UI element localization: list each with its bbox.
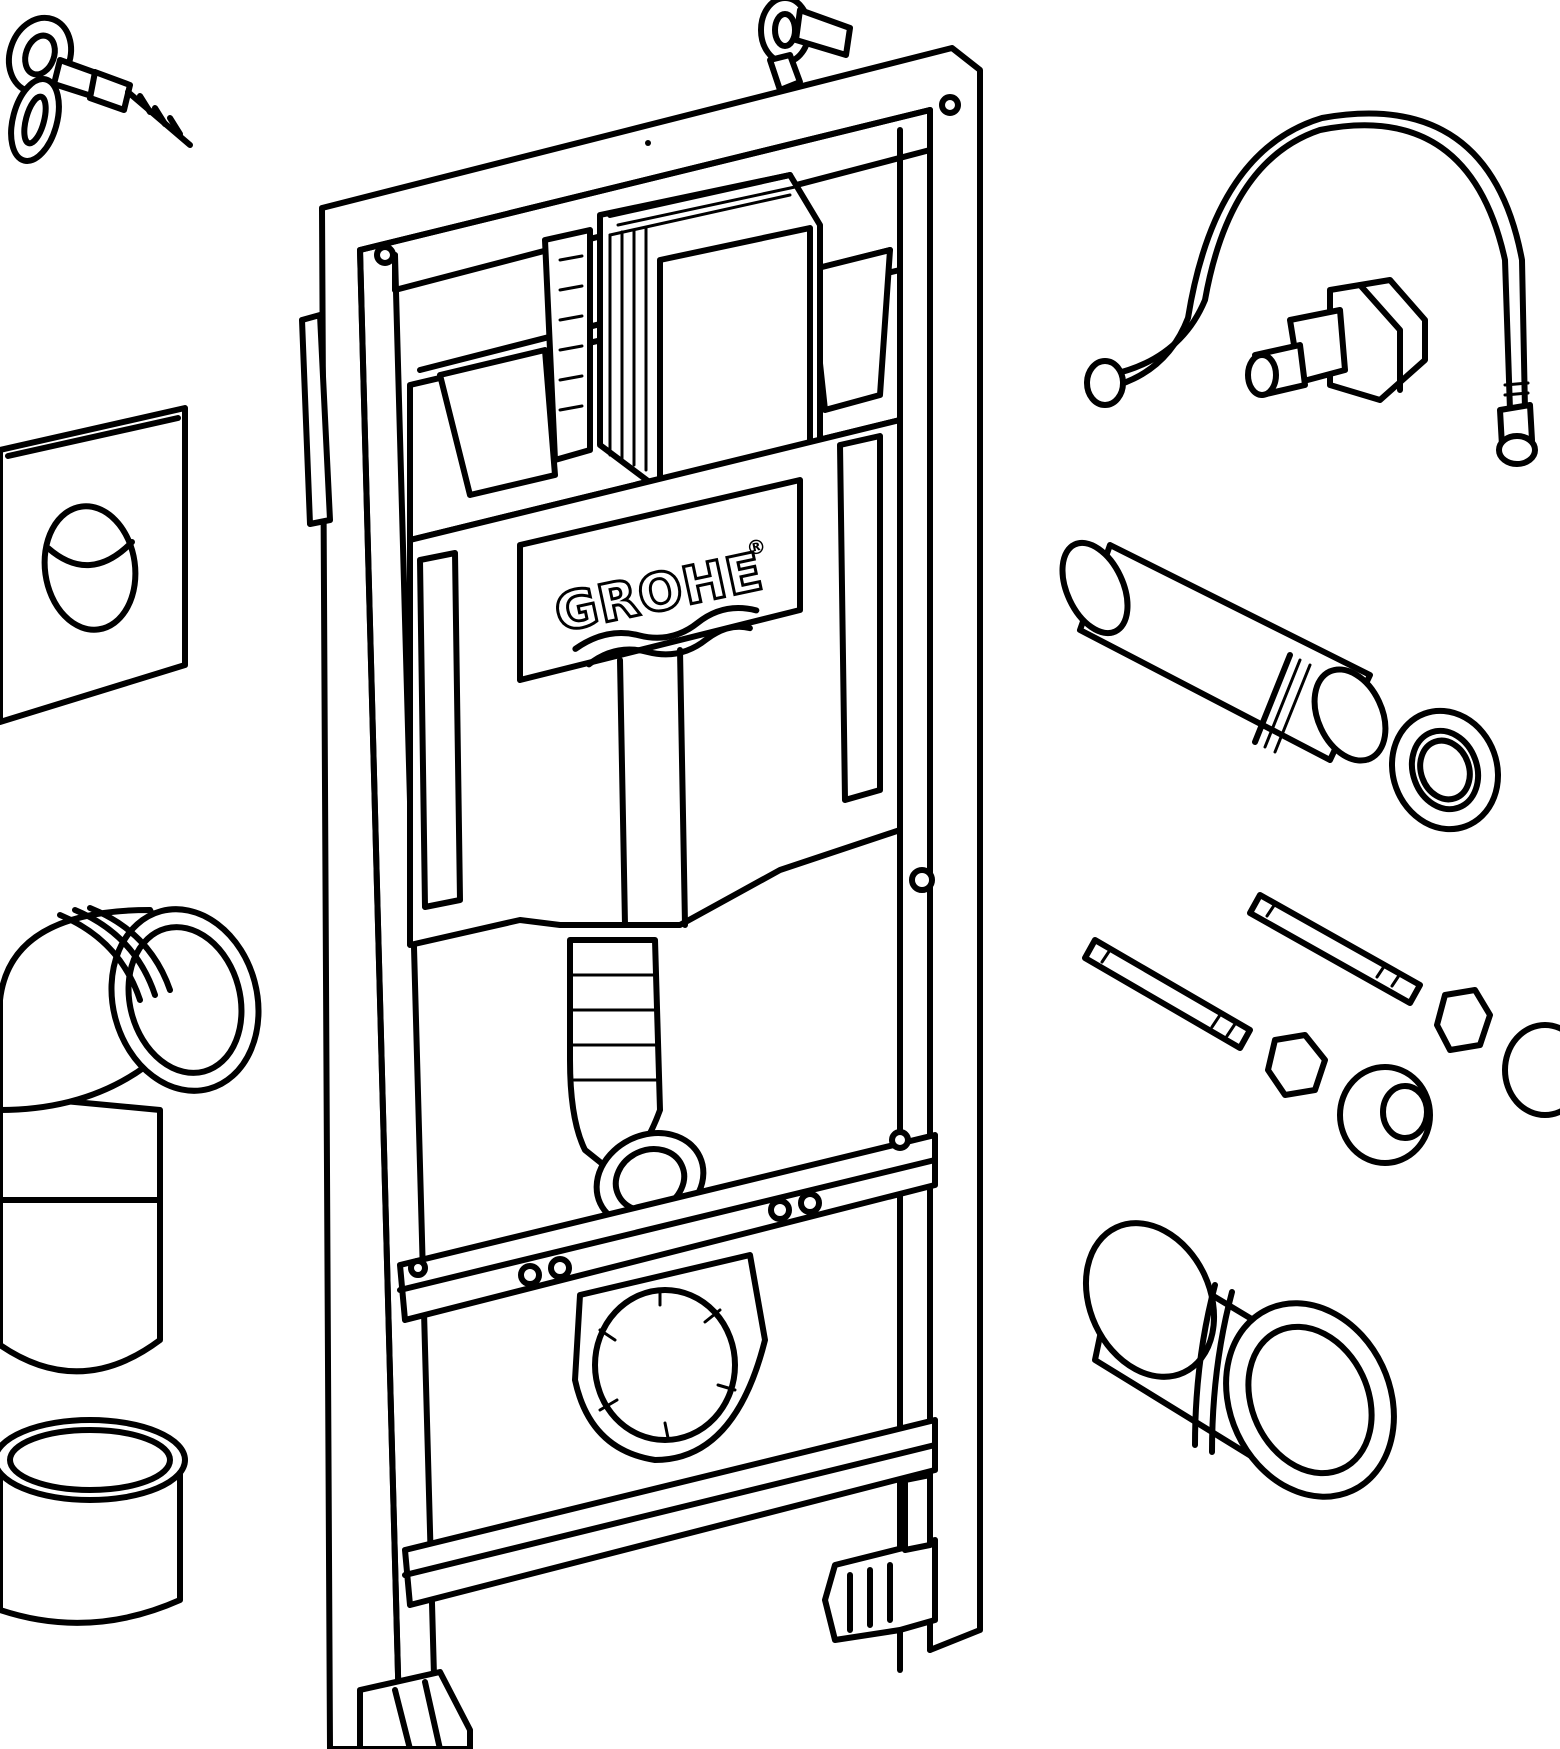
threaded-rods-part [1082, 892, 1560, 1166]
drain-sleeve-part [1082, 1220, 1397, 1500]
installation-frame-part: GROHE ® [299, 0, 983, 1749]
registered-mark: ® [744, 533, 769, 561]
rubber-seal-part [1389, 707, 1501, 833]
grohe-logo-panel: GROHE ® [517, 477, 803, 683]
drain-elbow-pipe-part [0, 905, 262, 1375]
flush-plate-part [0, 405, 188, 725]
connection-pipe-part [1059, 539, 1389, 764]
angle-valve-part [1245, 277, 1428, 403]
drain-end-cap-part [0, 1417, 188, 1626]
wall-anchor-bolts-part [5, 14, 193, 164]
water-supply-hose-part [1084, 110, 1538, 467]
